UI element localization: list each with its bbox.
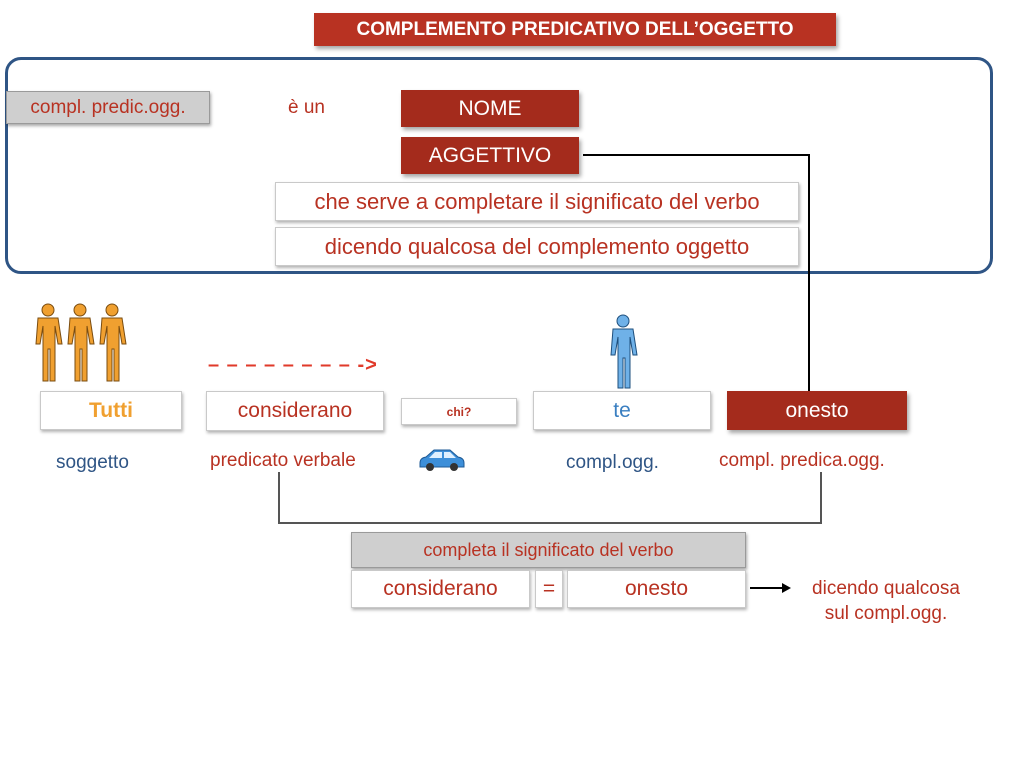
definition-frame [5,57,993,274]
predicative-label: compl. predica.ogg. [719,450,885,471]
object-label: compl.ogg. [566,452,659,473]
question-box: chi? [401,398,517,425]
noun-box: NOME [401,90,579,127]
object-box: te [533,391,711,430]
explanation-note-line-2: sul compl.ogg. [824,603,948,624]
explanation-right-box: onesto [567,570,746,608]
subject-label: soggetto [56,452,129,473]
is-a-label: è un [288,97,325,118]
explanation-note-line-1: dicendo qualcosa [812,578,960,599]
connector-vertical [808,154,810,392]
page-title: COMPLEMENTO PREDICATIVO DELL’OGGETTO [314,13,836,46]
three-persons-icon [35,303,127,382]
verb-box: considerano [206,391,384,431]
explanation-left-box: considerano [351,570,530,608]
subject-box: Tutti [40,391,182,430]
explanation-note: dicendo qualcosa sul compl.ogg. [796,576,976,626]
bracket-left [278,472,280,524]
person-icon [610,314,638,389]
definition-tag: compl. predic.ogg. [6,91,210,124]
verb-label: predicato verbale [210,450,356,471]
connector-horizontal [583,154,810,156]
definition-line-1: che serve a completare il significato de… [275,182,799,221]
car-icon [419,449,465,471]
bracket-bottom [278,522,822,524]
equals-box: = [535,570,563,608]
definition-line-2: dicendo qualcosa del complemento oggetto [275,227,799,266]
explanation-header: completa il significato del verbo [351,532,746,568]
predicative-box: onesto [727,391,907,430]
adjective-box: AGGETTIVO [401,137,579,174]
arrow-right-icon [750,583,791,593]
dashed-arrow: – – – – – – – – -> [208,354,378,376]
bracket-right [820,472,822,524]
